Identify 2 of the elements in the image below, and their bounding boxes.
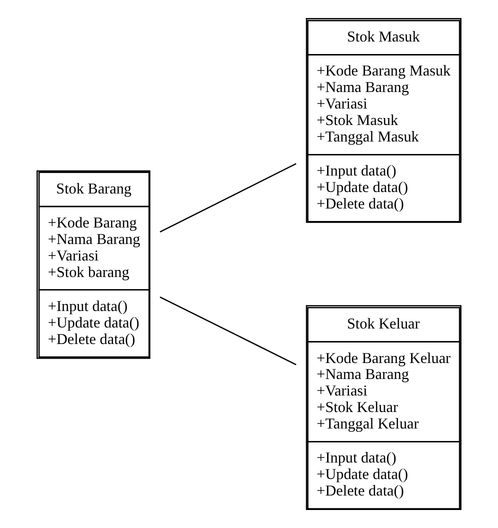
- connector: [160, 296, 296, 366]
- connector: [160, 163, 296, 232]
